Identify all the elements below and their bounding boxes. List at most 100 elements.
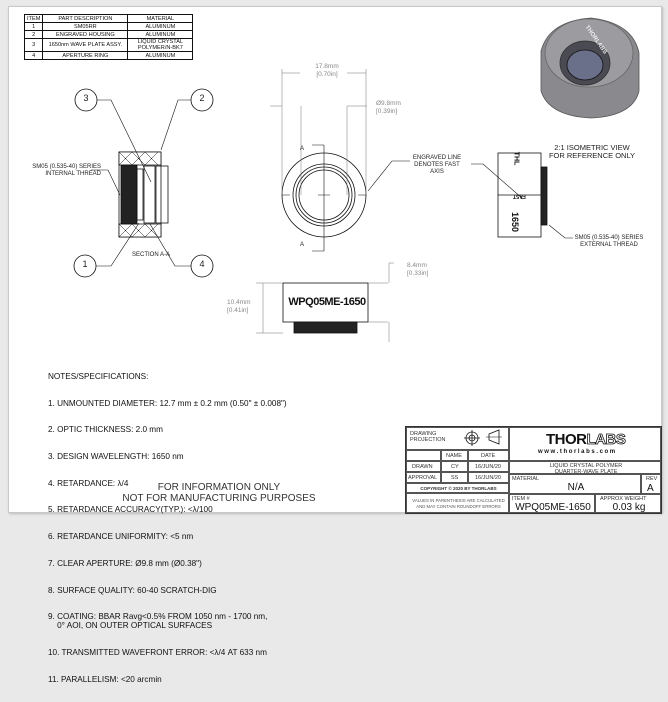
height-dim: 10.4mm[0.41in] <box>227 299 250 315</box>
approval-label: APPROVAL <box>408 475 438 481</box>
website: www.thorlabs.com <box>538 449 617 455</box>
note-item: 9. COATING: BBAR Ravg<0.5% FROM 1050 nm … <box>48 612 268 631</box>
section-marker-bottom: A <box>299 242 304 248</box>
name-header-cell: NAME <box>441 450 468 461</box>
material-value: N/A <box>567 482 585 493</box>
isometric-view <box>540 17 640 119</box>
dim-in: [0.41in] <box>227 307 249 314</box>
material-label: MATERIAL <box>512 476 540 482</box>
section-marker-top: A <box>299 146 304 152</box>
dim-mm: 17.8mm <box>315 63 339 70</box>
side-engraving-fast: FAST <box>513 193 526 199</box>
aperture-dim: Ø9.8mm[0.39in] <box>376 100 401 116</box>
side-engraving-1650: 1650 <box>510 211 521 233</box>
title-block: DRAWING PROJECTION NAME DATE DRAWN CY 16… <box>405 426 662 514</box>
projection-label: DRAWING PROJECTION <box>410 431 446 443</box>
dim-mm: Ø9.8mm <box>376 100 401 107</box>
date-header-cell: DATE <box>468 450 509 461</box>
description-line-2: QUARTER-WAVE PLATE <box>554 468 618 475</box>
side-view <box>471 152 573 239</box>
approval-cell: APPROVAL <box>406 472 441 483</box>
drawn-date-cell: 16/JUN/20 <box>468 461 509 472</box>
note-item: 2. OPTIC THICKNESS: 2.0 mm <box>48 425 163 435</box>
bottom-engraving: WPQ05ME-1650 <box>288 296 366 308</box>
dim-mm: 10.4mm <box>227 299 251 306</box>
balloon-2: 2 <box>199 93 205 103</box>
note-item: 7. CLEAR APERTURE: Ø9.8 mm (Ø0.38") <box>48 558 202 568</box>
note-item: 3. DESIGN WAVELENGTH: 1650 nm <box>48 451 184 461</box>
front-view <box>270 69 410 252</box>
name-header: NAME <box>446 453 462 459</box>
section-view <box>73 88 214 278</box>
dim-in: [0.33in] <box>407 270 429 277</box>
drawn-name: CY <box>451 464 459 470</box>
note-item: 6. RETARDANCE UNIFORMITY: <5 nm <box>48 532 194 542</box>
note-item: 1. UNMOUNTED DIAMETER: 12.7 mm ± 0.2 mm … <box>48 398 287 408</box>
balloon-3: 3 <box>83 93 89 103</box>
balloon-1: 1 <box>82 259 88 269</box>
note-item: 5. RETARDANCE ACCURACY(TYP.): <λ/100 <box>48 505 213 515</box>
approval-date: 16/JUN/20 <box>475 475 501 481</box>
approval-name-cell: SS <box>441 472 468 483</box>
blank-cell <box>406 450 441 461</box>
copyright: COPYRIGHT © 2020 BY THORLABS <box>420 486 497 491</box>
cell: 4 <box>23 51 44 60</box>
housing-dim: 8.4mm[0.33in] <box>407 262 428 278</box>
note-item: 4. RETARDANCE: λ/4 <box>48 478 129 488</box>
drawn-label: DRAWN <box>412 464 433 470</box>
parts-table-header: ITEM PART DESCRIPTION MATERIAL <box>23 14 194 23</box>
logo-bold: THOR <box>546 431 587 448</box>
values-note-cell: VALUES IN PARENTHESIS ARE CALCULATED AND… <box>406 493 509 513</box>
engraved-line-note: ENGRAVED LINE DENOTES FAST AXIS <box>412 155 462 175</box>
description-line-1: LIQUID CRYSTAL POLYMER <box>549 462 623 469</box>
disclaimer-line-1: FOR INFORMATION ONLY <box>157 482 281 493</box>
balloon-4: 4 <box>199 259 205 269</box>
dim-in: [0.39in] <box>376 108 398 115</box>
internal-thread-label: SM05 (0.535-40) SERIES INTERNAL THREAD <box>32 164 101 177</box>
side-engraving-top: THL <box>512 151 520 166</box>
rev-cell: REV A <box>641 474 661 494</box>
disclaimer: FOR INFORMATION ONLY NOT FOR MANUFACTURI… <box>109 482 329 504</box>
logo-outline: LABS <box>586 431 626 449</box>
logo-cell: THORLABS www.thorlabs.com <box>509 427 661 461</box>
weight-value: 0.03 kg <box>612 502 646 513</box>
projection-cell: DRAWING PROJECTION <box>406 427 509 450</box>
thorlabs-logo: THORLABS <box>546 431 626 449</box>
notes-title: NOTES/SPECIFICATIONS: <box>48 371 149 381</box>
drawing-geometry <box>73 17 640 446</box>
dim-in: [0.70in] <box>316 71 338 78</box>
outer-diameter-dim: 17.8mm[0.70in] <box>302 63 352 79</box>
weight-label: APPROX WEIGHT <box>600 496 647 502</box>
item-value: WPQ05ME-1650 <box>515 502 591 513</box>
rev-label: REV <box>646 476 658 482</box>
drawn-cell: DRAWN <box>406 461 441 472</box>
note-item: 10. TRANSMITTED WAVEFRONT ERROR: <λ/4 AT… <box>48 647 267 657</box>
dim-mm: 8.4mm <box>407 262 427 269</box>
isometric-caption: 2:1 ISOMETRIC VIEW FOR REFERENCE ONLY <box>548 143 636 160</box>
copyright-cell: COPYRIGHT © 2020 BY THORLABS <box>406 483 509 493</box>
drawn-date: 16/JUN/20 <box>475 464 501 470</box>
item-cell: ITEM # WPQ05ME-1650 <box>509 494 595 513</box>
section-label: SECTION A-A <box>131 252 170 258</box>
weight-cell: APPROX WEIGHT 0.03 kg <box>595 494 661 513</box>
approval-name: SS <box>451 475 459 481</box>
notes-specifications: NOTES/SPECIFICATIONS: 1. UNMOUNTED DIAME… <box>48 355 287 702</box>
approval-date-cell: 16/JUN/20 <box>468 472 509 483</box>
bottom-view <box>256 262 394 342</box>
values-note: VALUES IN PARENTHESIS ARE CALCULATED AND… <box>412 498 505 509</box>
note-item: 8. SURFACE QUALITY: 60-40 SCRATCH-DIG <box>48 585 217 595</box>
disclaimer-line-2: NOT FOR MANUFACTURING PURPOSES <box>122 493 316 504</box>
cell: ALUMINUM <box>127 51 194 60</box>
drawn-name-cell: CY <box>441 461 468 472</box>
material-cell: MATERIAL N/A <box>509 474 641 494</box>
item-label: ITEM # <box>512 496 530 502</box>
projection-symbol-icon <box>464 429 502 446</box>
rev-value: A <box>647 483 654 494</box>
note-item: 11. PARALLELISM: <20 arcmin <box>48 674 162 684</box>
